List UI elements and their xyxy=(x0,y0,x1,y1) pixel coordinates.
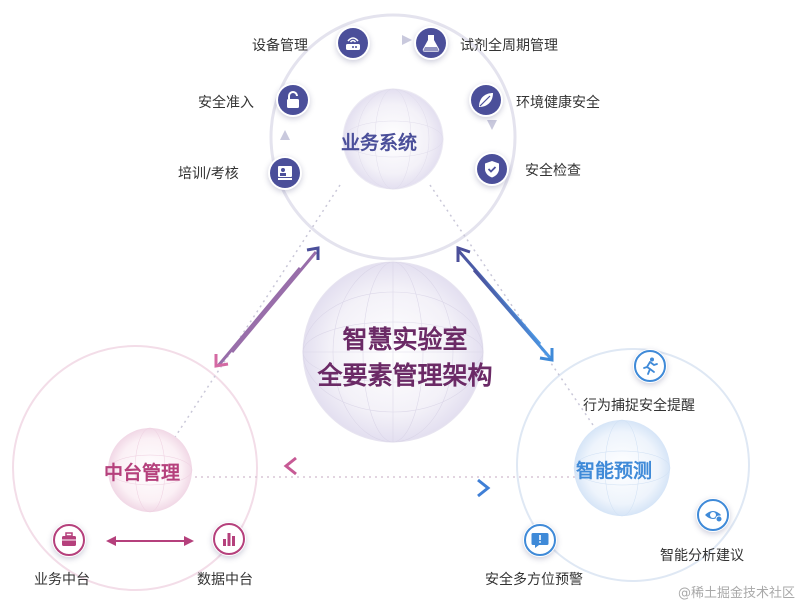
bottom-double-arrow xyxy=(283,456,491,498)
business-item-device: 设备管理 xyxy=(252,38,308,54)
left-double-arrow xyxy=(214,246,320,368)
predict-item-behavior: 行为捕捉安全提醒 xyxy=(583,398,695,414)
middle-items-connector xyxy=(106,536,194,546)
business-item-inspection: 安全检查 xyxy=(525,163,581,179)
running-person-icon xyxy=(633,349,667,383)
predict-orb-mesh xyxy=(573,419,671,517)
business-item-reagent: 试剂全周期管理 xyxy=(460,38,558,54)
dotted-connector-left xyxy=(159,184,341,461)
hub-label-middle: 中台管理 xyxy=(104,462,181,484)
ring-arrow-left xyxy=(280,130,290,140)
center-title: 智慧实验室 全要素管理架构 xyxy=(280,322,530,394)
business-ring xyxy=(269,13,517,261)
middle-orb xyxy=(108,428,192,512)
unlock-icon xyxy=(276,83,310,117)
predict-item-warning: 安全多方位预警 xyxy=(485,572,583,588)
hub-label-business: 业务系统 xyxy=(341,132,418,154)
business-item-access: 安全准入 xyxy=(198,95,254,111)
middle-ring xyxy=(12,345,258,591)
business-item-training: 培训/考核 xyxy=(178,166,239,182)
ring-arrow-right xyxy=(487,120,497,130)
leaf-icon xyxy=(469,83,503,117)
watermark: @稀土掘金技术社区 xyxy=(677,586,795,601)
middle-item-business: 业务中台 xyxy=(34,572,90,588)
predict-orb xyxy=(574,420,670,516)
center-orb-mesh xyxy=(302,261,484,443)
router-icon xyxy=(336,26,370,60)
predict-item-analysis: 智能分析建议 xyxy=(660,548,744,564)
hub-label-predict: 智能预测 xyxy=(576,460,653,482)
eye-analysis-icon xyxy=(696,498,730,532)
right-double-arrow xyxy=(456,245,554,362)
center-title-line1: 智慧实验室 xyxy=(342,325,468,354)
shield-check-icon xyxy=(475,152,509,186)
briefcase-icon xyxy=(52,523,86,557)
flask-icon xyxy=(414,26,448,60)
ring-arrow-top xyxy=(402,35,412,45)
alert-message-icon xyxy=(523,523,557,557)
middle-item-data: 数据中台 xyxy=(197,572,253,588)
middle-orb-mesh xyxy=(107,427,193,513)
business-orb-mesh xyxy=(342,88,444,190)
presentation-icon xyxy=(268,156,302,190)
bar-chart-icon xyxy=(212,522,246,556)
predict-ring xyxy=(516,348,750,582)
business-item-ehs: 环境健康安全 xyxy=(516,95,600,111)
center-title-line2: 全要素管理架构 xyxy=(317,361,493,390)
